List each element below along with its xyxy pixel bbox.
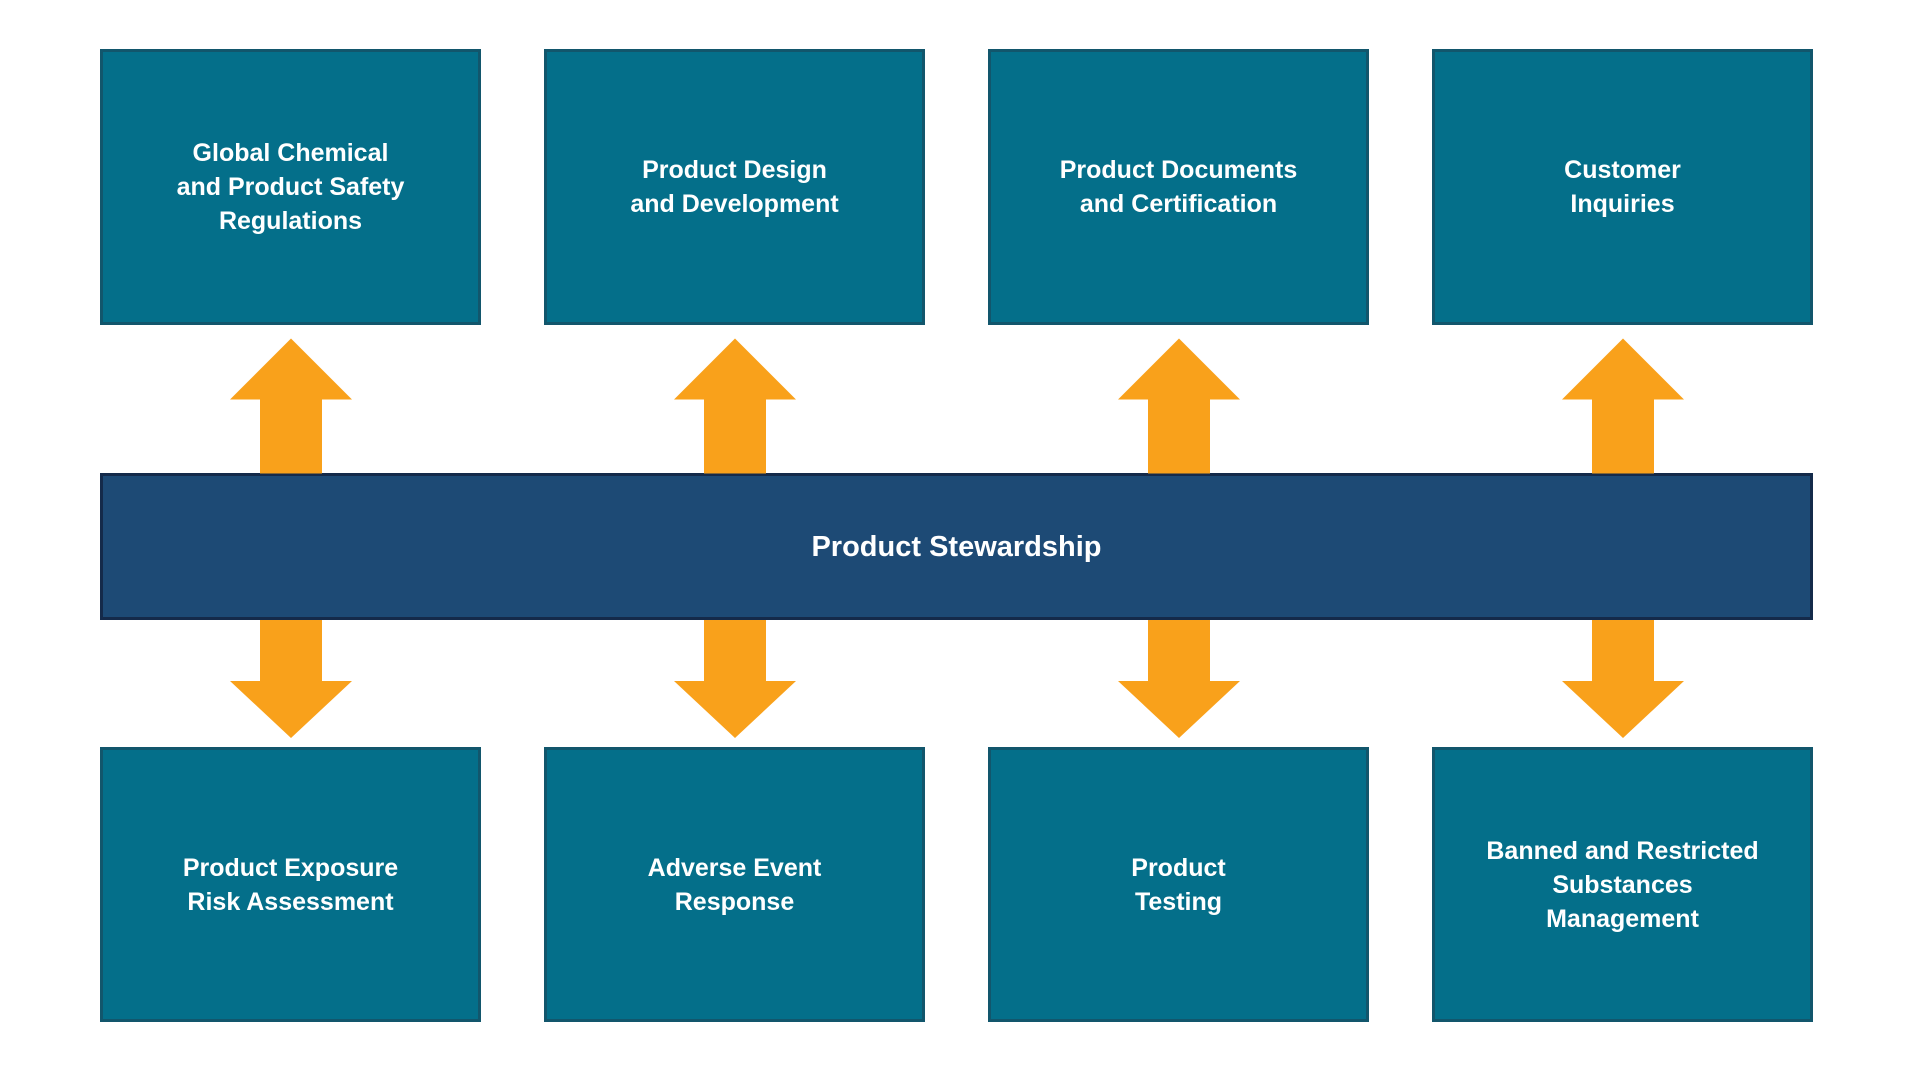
box-banned-restricted-substances: Banned and Restricted Substances Managem…	[1432, 747, 1813, 1022]
box-product-testing: Product Testing	[988, 747, 1369, 1022]
up-arrow-icon	[674, 338, 796, 474]
bottom-row: Product Exposure Risk Assessment Adverse…	[100, 747, 1813, 1022]
up-arrow-icon	[1562, 338, 1684, 474]
up-arrow-shape	[1562, 338, 1684, 474]
top-row: Global Chemical and Product Safety Regul…	[100, 49, 1813, 325]
box-label: Product Exposure Risk Assessment	[182, 853, 399, 916]
down-arrow-icon	[230, 620, 352, 738]
down-arrow-shape	[230, 620, 352, 738]
up-arrow-icon	[1118, 338, 1240, 474]
box-label: Product Design and Development	[630, 156, 839, 218]
box-label: Customer Inquiries	[1564, 156, 1681, 218]
down-arrow-icon	[1562, 620, 1684, 738]
box-label: Adverse Event Response	[647, 853, 822, 916]
center-band-label: Product Stewardship	[811, 530, 1102, 563]
center-band: Product Stewardship	[100, 473, 1813, 620]
up-arrow-icon	[230, 338, 352, 474]
down-arrow-icon	[674, 620, 796, 738]
box-customer-inquiries: Customer Inquiries	[1432, 49, 1813, 325]
box-product-design-development: Product Design and Development	[544, 49, 925, 325]
down-arrow-icon	[1118, 620, 1240, 738]
box-global-chemical-regulations: Global Chemical and Product Safety Regul…	[100, 49, 481, 325]
box-label: Banned and Restricted Substances Managem…	[1486, 836, 1759, 933]
up-arrow-shape	[230, 338, 352, 474]
box-label: Product Documents and Certification	[1059, 156, 1298, 218]
down-arrow-shape	[674, 620, 796, 738]
up-arrow-shape	[674, 338, 796, 474]
down-arrow-shape	[1118, 620, 1240, 738]
up-arrow-shape	[1118, 338, 1240, 474]
box-label: Product Testing	[1131, 853, 1226, 916]
box-label: Global Chemical and Product Safety Regul…	[176, 139, 405, 235]
box-product-documents-certification: Product Documents and Certification	[988, 49, 1369, 325]
down-arrow-shape	[1562, 620, 1684, 738]
box-product-exposure-risk-assessment: Product Exposure Risk Assessment	[100, 747, 481, 1022]
box-adverse-event-response: Adverse Event Response	[544, 747, 925, 1022]
